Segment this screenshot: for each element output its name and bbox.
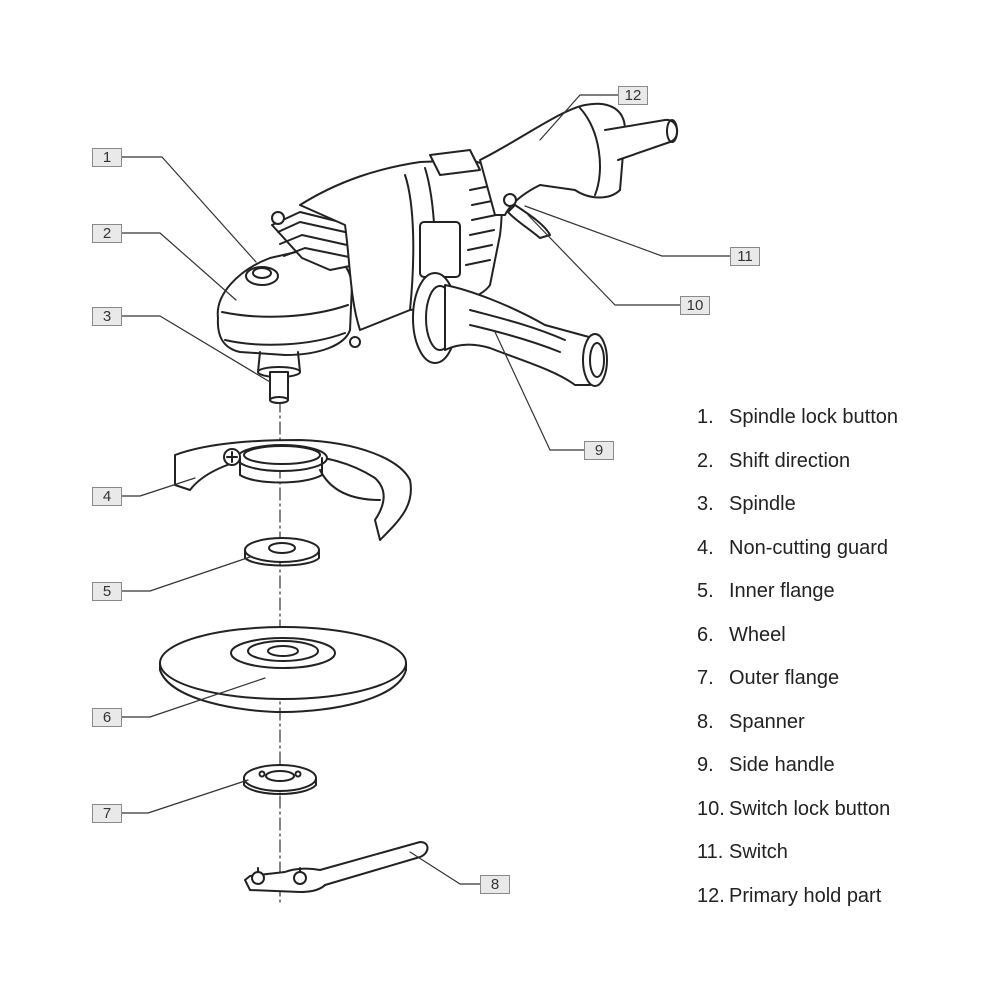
callout-11: 11 (730, 247, 760, 266)
wheel-drawing (159, 626, 407, 713)
legend-item: 2. Shift direction (697, 450, 898, 494)
side-handle-drawing (412, 272, 608, 387)
leader-9 (494, 331, 586, 451)
callout-2: 2 (92, 224, 122, 243)
legend-label: Primary hold part (729, 884, 882, 907)
legend-label: Side handle (729, 754, 835, 776)
leader-6 (121, 677, 266, 718)
legend-item: 3. Spindle (697, 493, 898, 537)
legend-item: 8. Spanner (697, 711, 898, 755)
legend-item: 6. Wheel (697, 624, 898, 668)
callout-8: 8 (480, 875, 510, 894)
legend-label: Wheel (729, 623, 786, 646)
leader-3 (121, 315, 271, 383)
legend-number: 4. (697, 536, 714, 559)
spanner-drawing (244, 841, 429, 893)
inner-flange-drawing (244, 537, 320, 567)
legend-label: Switch (729, 841, 788, 863)
legend-label: Outer flange (729, 667, 840, 689)
legend-label: Shift direction (729, 449, 851, 472)
leader-2 (121, 232, 237, 301)
callout-4: 4 (92, 487, 122, 506)
leader-7 (121, 779, 249, 814)
legend-number: 11. (697, 841, 724, 863)
outer-flange-drawing (243, 764, 317, 795)
legend-item: 12.Primary hold part (697, 885, 898, 929)
legend-item: 1. Spindle lock button (697, 406, 898, 450)
leader-lines (121, 94, 731, 885)
legend-number: 9. (697, 754, 714, 776)
leader-12 (539, 94, 619, 141)
legend-label: Spindle (729, 493, 796, 515)
leader-1 (121, 156, 257, 263)
legend-item: 11.Switch (697, 841, 898, 885)
legend-number: 1. (697, 406, 714, 428)
callout-12: 12 (618, 86, 648, 105)
guard-drawing (174, 439, 412, 541)
legend-number: 3. (697, 493, 714, 515)
leader-11 (524, 205, 731, 257)
legend-number: 12. (697, 884, 725, 907)
legend-number: 10. (697, 797, 725, 820)
legend-item: 5. Inner flange (697, 580, 898, 624)
legend-label: Spanner (729, 710, 805, 733)
leader-10 (527, 214, 681, 306)
callout-1: 1 (92, 148, 122, 167)
legend-item: 10.Switch lock button (697, 798, 898, 842)
legend-number: 8. (697, 710, 714, 733)
leader-8 (409, 851, 481, 885)
parts-legend: 1.Spindle lock button 2.Shift direction … (697, 406, 898, 928)
callout-9: 9 (584, 441, 614, 460)
angle-grinder-body (216, 102, 679, 404)
legend-number: 7. (697, 667, 714, 689)
legend-item: 4. Non-cutting guard (697, 537, 898, 581)
leader-5 (121, 556, 251, 592)
legend-label: Non-cutting guard (729, 536, 888, 559)
leader-4 (121, 477, 196, 497)
legend-number: 6. (697, 623, 714, 646)
legend-item: 9. Side handle (697, 754, 898, 798)
legend-number: 2. (697, 449, 714, 472)
callout-10: 10 (680, 296, 710, 315)
legend-number: 5. (697, 580, 714, 602)
legend-label: Switch lock button (729, 797, 891, 820)
legend-label: Inner flange (729, 580, 835, 602)
legend-label: Spindle lock button (729, 406, 899, 428)
callout-7: 7 (92, 804, 122, 823)
callout-3: 3 (92, 307, 122, 326)
callout-6: 6 (92, 708, 122, 727)
legend-item: 7. Outer flange (697, 667, 898, 711)
callout-5: 5 (92, 582, 122, 601)
